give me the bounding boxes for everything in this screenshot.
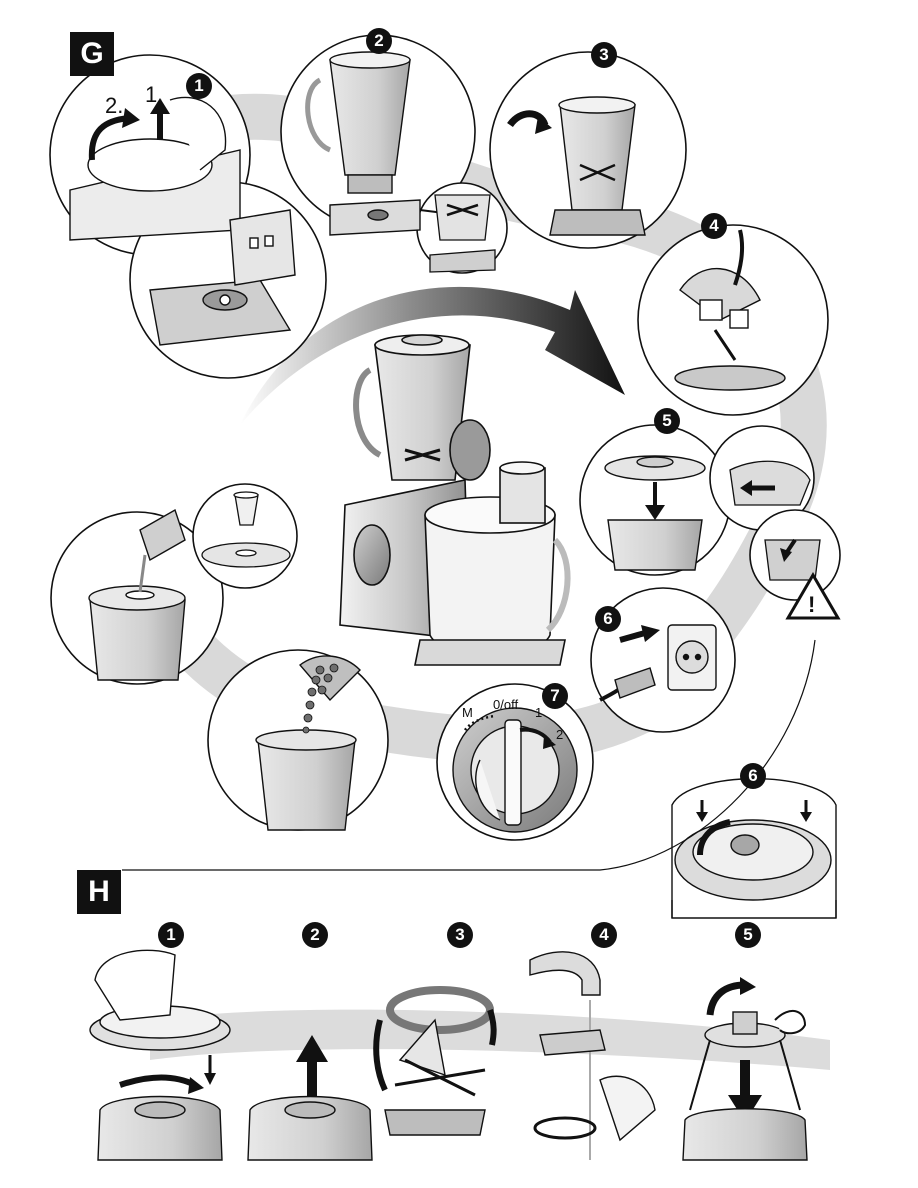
- dial-label-off: 0/off: [493, 697, 518, 712]
- h-step-4-badge: 4: [591, 922, 617, 948]
- dial-label-2: 2: [556, 727, 563, 742]
- h-step-2-badge: 2: [302, 922, 328, 948]
- g-step-6-badge: 6: [595, 606, 621, 632]
- g-step-5-badge: 5: [654, 408, 680, 434]
- warning-exclamation: !: [808, 592, 815, 618]
- g-step1-order-second: 2.: [105, 93, 123, 119]
- g-step1-order-first: 1.: [145, 82, 163, 108]
- section-g-label: G: [70, 32, 114, 76]
- g-step-1-badge: 1: [186, 73, 212, 99]
- g-step-2-badge: 2: [366, 28, 392, 54]
- g-step2-zoom-art: [430, 195, 495, 272]
- g-step-7-badge: 7: [542, 683, 568, 709]
- central-appliance-art: [340, 335, 568, 665]
- h-step-1-badge: 1: [158, 922, 184, 948]
- g-inset-step-6-badge: 6: [740, 763, 766, 789]
- h-step5-art: [683, 977, 807, 1160]
- h-step2-art: [248, 1035, 372, 1160]
- h-step-5-badge: 5: [735, 922, 761, 948]
- section-h-label: H: [77, 870, 121, 914]
- dial-label-1: 1: [535, 705, 542, 720]
- dial-label-m: M: [462, 705, 473, 720]
- h-step-3-badge: 3: [447, 922, 473, 948]
- g-step-3-badge: 3: [591, 42, 617, 68]
- g-step-4-badge: 4: [701, 213, 727, 239]
